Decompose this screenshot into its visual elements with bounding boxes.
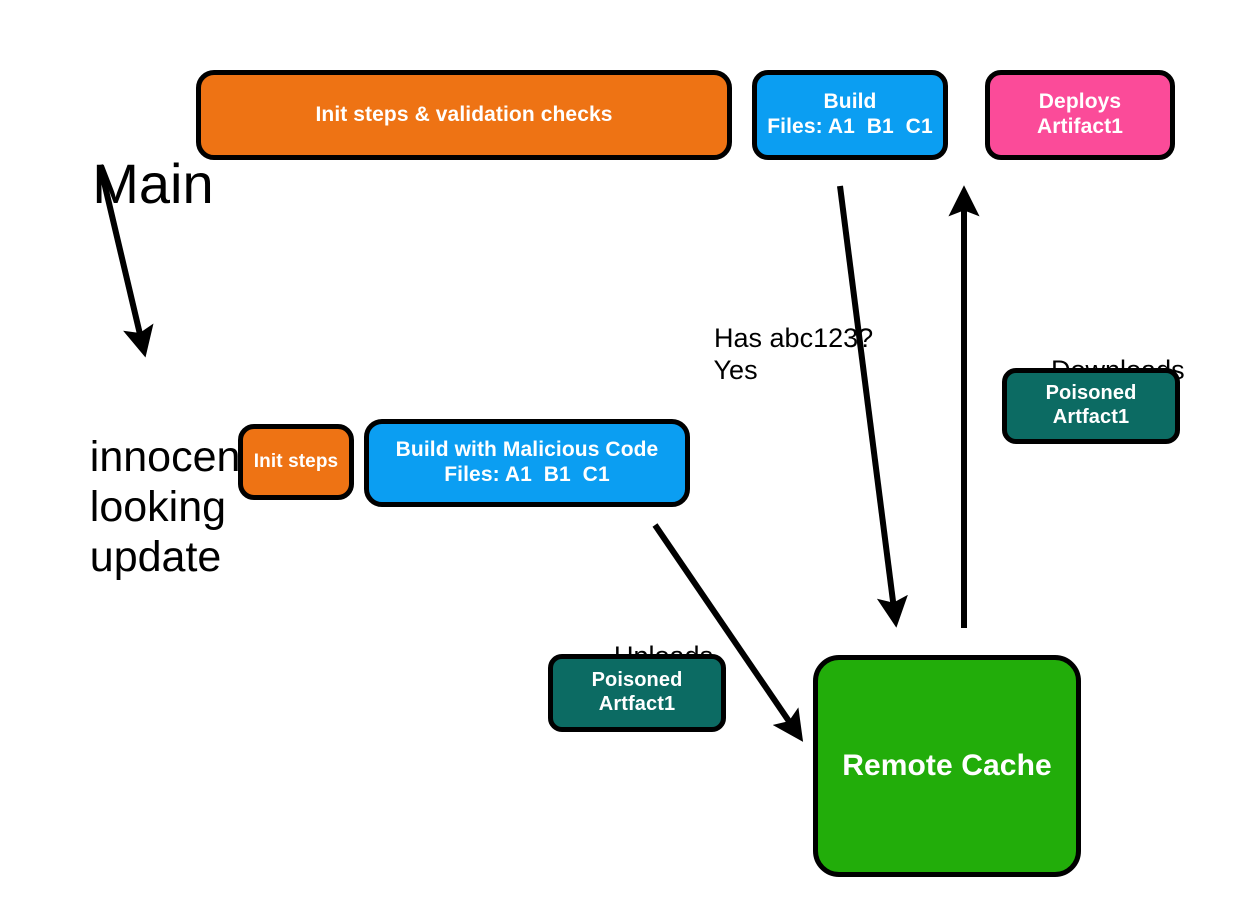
edge-label-cache-lookup-question: Has abc123? bbox=[714, 323, 874, 354]
lane-label-attacker-line3: update bbox=[89, 532, 222, 581]
node-poisoned-artifact-uploaded-line1: Poisoned bbox=[591, 669, 683, 692]
node-poisoned-artifact-downloaded-line1: Poisoned bbox=[1045, 382, 1137, 405]
node-init-steps-attacker[interactable]: Init steps bbox=[238, 424, 354, 500]
node-build-malicious-files: Files: A1 B1 C1 bbox=[444, 463, 610, 486]
lane-label-attacker-line1: innocent bbox=[89, 432, 253, 481]
node-build-with-malicious-code[interactable]: Build with Malicious Code Files: A1 B1 C… bbox=[364, 419, 690, 507]
lane-label-attacker-branch: innocent looking update bbox=[42, 383, 253, 632]
node-build-main-files: Files: A1 B1 C1 bbox=[767, 115, 933, 138]
node-remote-cache-label: Remote Cache bbox=[842, 749, 1052, 783]
node-init-steps-validation-main[interactable]: Init steps & validation checks bbox=[196, 70, 732, 160]
lane-label-attacker-line2: looking bbox=[89, 482, 227, 531]
node-deploys-artifact-name: Artifact1 bbox=[1036, 115, 1124, 138]
node-init-steps-attacker-label: Init steps bbox=[253, 450, 339, 472]
node-deploys-title: Deploys bbox=[1038, 90, 1122, 114]
node-poisoned-artifact-downloaded-line2: Artfact1 bbox=[1052, 406, 1130, 428]
node-build-malicious-title: Build with Malicious Code bbox=[395, 438, 659, 462]
lane-label-main: Main bbox=[30, 87, 214, 282]
node-poisoned-artifact-uploaded[interactable]: Poisoned Artfact1 bbox=[548, 654, 726, 732]
node-init-steps-validation-main-label: Init steps & validation checks bbox=[315, 102, 613, 126]
node-poisoned-artifact-downloaded[interactable]: Poisoned Artfact1 bbox=[1002, 368, 1180, 444]
node-build-main-title: Build bbox=[823, 90, 877, 114]
node-remote-cache[interactable]: Remote Cache bbox=[813, 655, 1081, 877]
edge-label-cache-lookup-answer: Yes bbox=[713, 354, 758, 385]
edge-label-cache-lookup: Has abc123? Yes bbox=[684, 292, 874, 417]
node-poisoned-artifact-uploaded-line2: Artfact1 bbox=[598, 693, 676, 715]
lane-label-main-text: Main bbox=[92, 151, 214, 215]
node-deploys-artifact[interactable]: Deploys Artifact1 bbox=[985, 70, 1175, 160]
node-build-main[interactable]: Build Files: A1 B1 C1 bbox=[752, 70, 948, 160]
